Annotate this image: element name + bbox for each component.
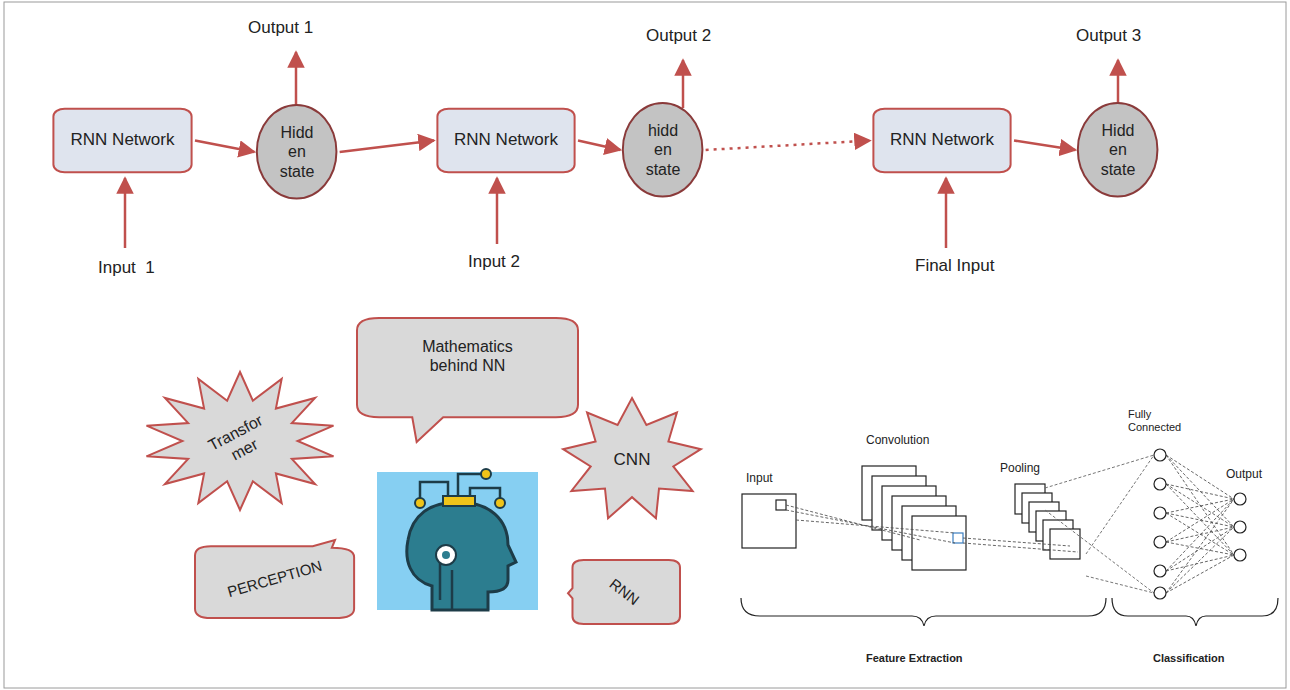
hidden-state-circle: Hidd en state: [1077, 102, 1158, 197]
node-outline: [357, 318, 578, 442]
ai-head-icon: [377, 469, 538, 610]
text-label: Output 3: [1076, 26, 1141, 46]
fully-connected-layer: [1045, 449, 1246, 599]
node-label: RNN Network: [890, 130, 994, 150]
text-label: Output 1: [248, 18, 313, 38]
text-label: Feature Extraction: [866, 652, 963, 665]
frame: [4, 2, 1286, 688]
topic-bubble: PERCEPTION: [195, 540, 354, 618]
node-label: Hidd en state: [275, 123, 320, 181]
node-label: hidd en state: [641, 121, 686, 179]
node-text-group: hidd en state: [641, 121, 686, 179]
text-label: Input 2: [468, 252, 520, 272]
node-text-group: Hidd en state: [1096, 121, 1141, 179]
text-label: Classification: [1153, 652, 1225, 665]
text-label: Fully Connected: [1128, 408, 1198, 433]
node-label: RNN Network: [71, 130, 175, 150]
topic-bubble: CNN: [562, 398, 702, 522]
hidden-state-circle: Hidd en state: [256, 104, 337, 199]
node-label: CNN: [614, 450, 651, 470]
cnn-pipeline: [742, 466, 1080, 570]
flow-arrow: [340, 141, 434, 152]
text-label: Input 1: [98, 258, 155, 278]
text-label: Pooling: [1000, 462, 1040, 476]
leader-arrows: [125, 52, 1118, 248]
topic-bubble: Mathematics behind NN: [357, 318, 578, 442]
text-label: Final Input: [915, 256, 994, 276]
node-text-group: Mathematics behind NN: [408, 337, 528, 375]
flow-arrow: [578, 141, 620, 150]
node-label: RNN Network: [454, 130, 558, 150]
node-text-group: RNN Network: [890, 130, 994, 150]
node-label: Hidd en state: [1096, 121, 1141, 179]
node-text-group: RNN Network: [71, 130, 175, 150]
topic-bubble: Transfor mer: [144, 372, 336, 510]
node-text-group: CNN: [614, 450, 651, 470]
text-label: Convolution: [866, 434, 929, 448]
flow-arrow: [1014, 141, 1075, 150]
topic-bubble: RNN: [568, 560, 680, 624]
flow-arrow: [195, 141, 254, 152]
node-text-group: Hidd en state: [275, 123, 320, 181]
process-box: RNN Network: [872, 108, 1012, 173]
process-box: RNN Network: [436, 108, 576, 173]
brackets: [741, 598, 1278, 626]
cnn-links: [786, 505, 1078, 552]
text-label: Output: [1226, 468, 1262, 482]
flow-arrow: [706, 141, 870, 150]
text-label: Input: [746, 472, 773, 486]
process-box: RNN Network: [52, 108, 193, 173]
text-label: Output 2: [646, 26, 711, 46]
hidden-state-circle: hidd en state: [622, 102, 703, 197]
node-label: Mathematics behind NN: [408, 337, 528, 375]
node-text-group: RNN Network: [454, 130, 558, 150]
